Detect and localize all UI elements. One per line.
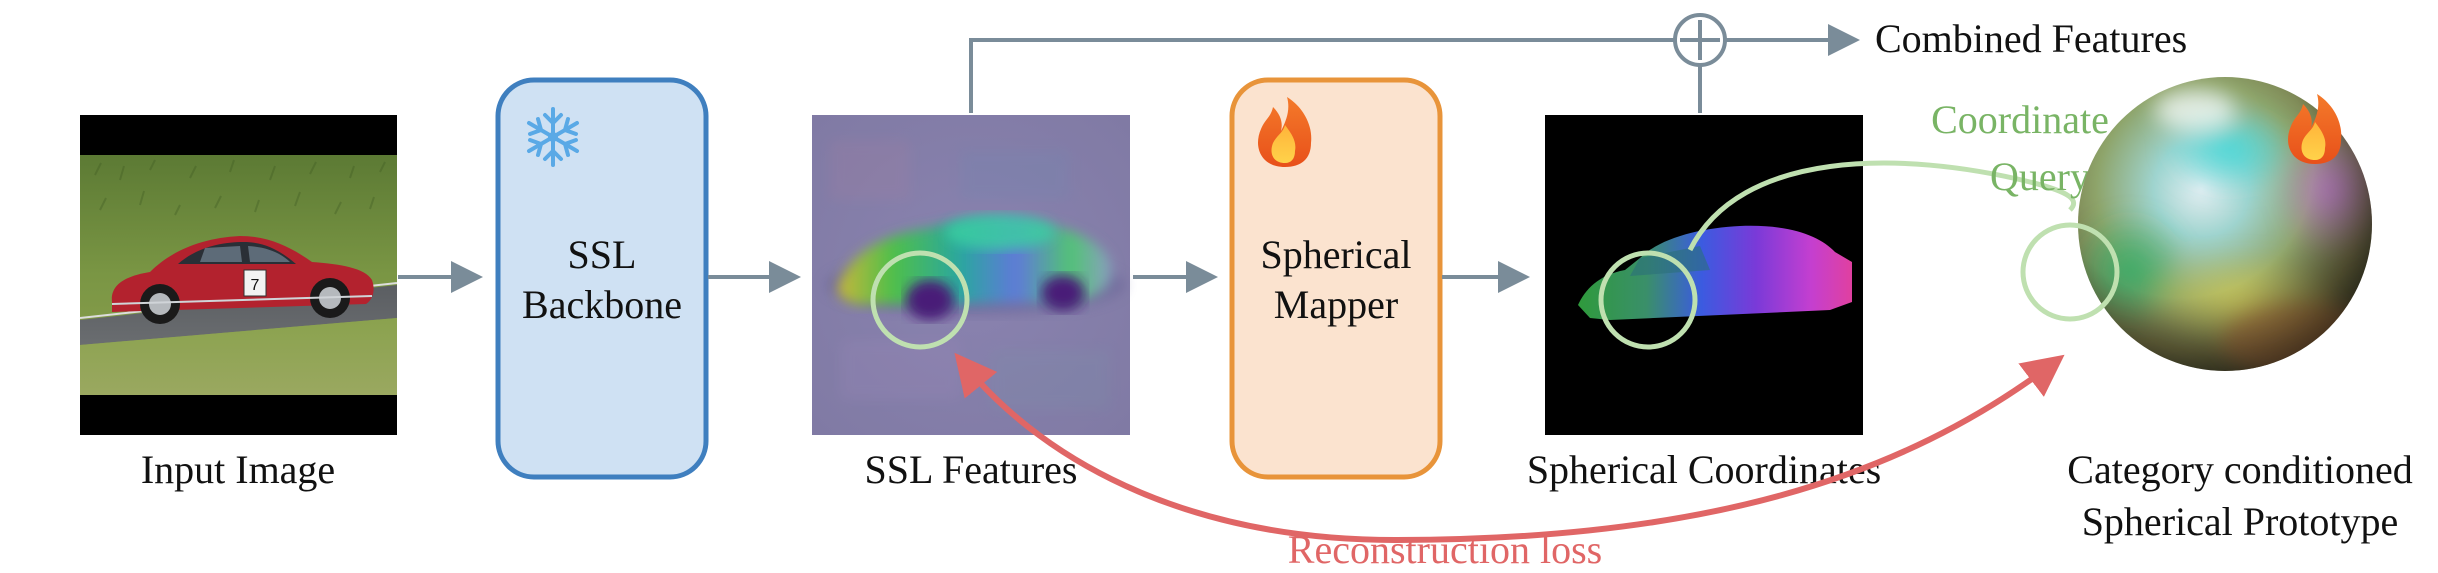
sphere-query-circle — [2020, 222, 2120, 322]
combined-features-label: Combined Features — [1875, 16, 2187, 61]
input-image: 7 — [79, 115, 398, 435]
spherical-coordinates-caption: Spherical Coordinates — [1527, 447, 1881, 492]
input-image-caption: Input Image — [141, 447, 335, 492]
reconstruction-loss-arrow — [954, 352, 1396, 543]
fire-icon — [2288, 94, 2342, 164]
spherical-mapper-label-line1: Spherical — [1260, 232, 1411, 277]
ssl-backbone-label-line2: Backbone — [522, 282, 682, 327]
coordinate-query-label-line2: Query — [1990, 154, 2090, 199]
fire-icon — [1258, 97, 1312, 167]
coordinates-query-circle — [1598, 250, 1698, 350]
prototype-caption-line2: Spherical Prototype — [2082, 499, 2399, 544]
ssl-features-map — [812, 115, 1130, 435]
snowflake-icon — [527, 107, 579, 167]
ssl-backbone-block — [495, 77, 709, 480]
prototype-caption-line1: Category conditioned — [2067, 447, 2412, 492]
ssl-backbone-label-line1: SSL — [568, 232, 637, 277]
spherical-coordinates-map — [1545, 115, 1863, 435]
car-photo: 7 — [111, 236, 374, 324]
reconstruction-loss-label: Reconstruction loss — [1288, 527, 1602, 572]
add-operator-icon — [1673, 13, 1727, 67]
coordinate-query-curve — [1687, 160, 2077, 252]
svg-text:7: 7 — [251, 277, 260, 294]
reconstruction-loss-arrow — [1394, 354, 2065, 543]
spherical-mapper-block — [1229, 77, 1443, 480]
features-query-circle — [870, 250, 970, 350]
skip-connection-line — [969, 38, 1675, 113]
ssl-features-caption: SSL Features — [865, 447, 1078, 492]
spherical-mapper-label-line2: Mapper — [1274, 282, 1398, 327]
coordinate-query-label-line1: Coordinate — [1931, 97, 2109, 142]
